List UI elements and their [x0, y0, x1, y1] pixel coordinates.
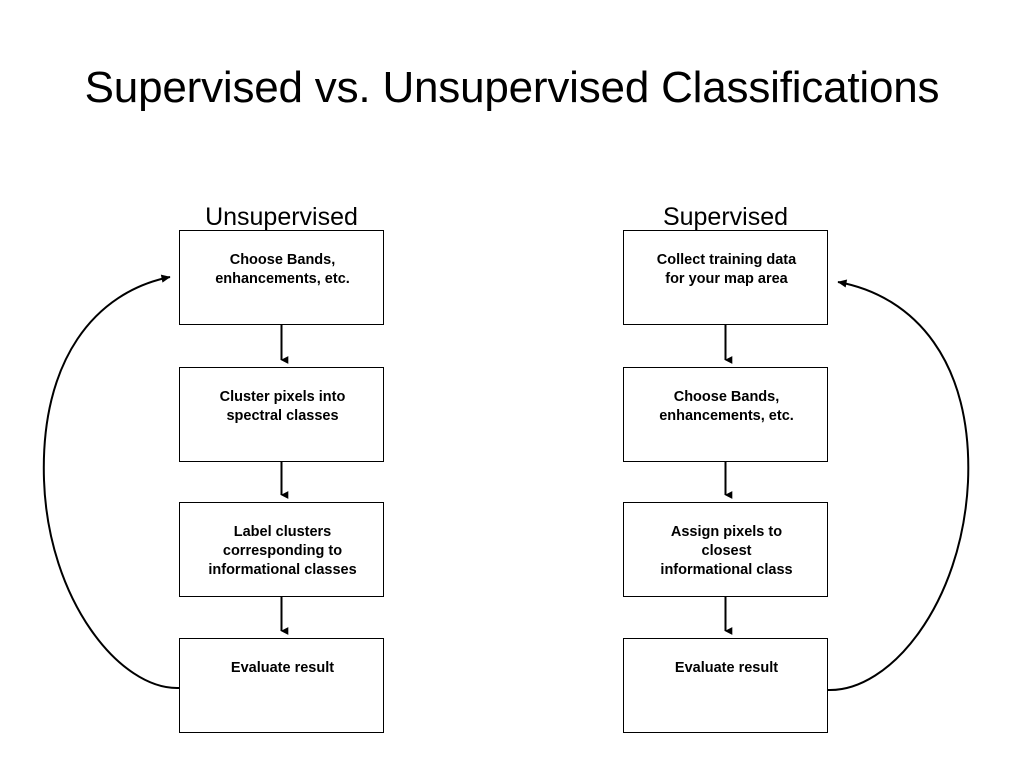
flow-box-unsupervised-choose-bands[interactable]: Choose Bands, enhancements, etc. — [179, 230, 384, 325]
flow-box-supervised-evaluate-result[interactable]: Evaluate result — [623, 638, 828, 733]
flow-box-unsupervised-label-clusters[interactable]: Label clusters corresponding to informat… — [179, 502, 384, 597]
flow-box-label: Evaluate result — [230, 660, 335, 676]
flow-box-label: Evaluate result — [674, 660, 779, 676]
flow-box-label: Choose Bands, enhancements, etc. — [215, 252, 350, 288]
column-header-supervised: Supervised — [662, 203, 789, 231]
flow-box-label: Assign pixels to closest informational c… — [660, 524, 793, 579]
flow-box-label: Cluster pixels into spectral classes — [219, 389, 346, 425]
flow-box-label: Collect training data for your map area — [656, 252, 797, 288]
page-title: Supervised vs. Unsupervised Classificati… — [84, 63, 940, 112]
flow-box-supervised-assign-pixels[interactable]: Assign pixels to closest informational c… — [623, 502, 828, 597]
flow-box-supervised-collect-training-data[interactable]: Collect training data for your map area — [623, 230, 828, 325]
column-header-unsupervised: Unsupervised — [205, 203, 358, 231]
flow-box-label: Label clusters corresponding to informat… — [208, 524, 357, 579]
feedback-loop-supervised — [827, 279, 970, 692]
flow-box-label: Choose Bands, enhancements, etc. — [659, 389, 794, 425]
flow-box-unsupervised-cluster-pixels[interactable]: Cluster pixels into spectral classes — [179, 367, 384, 462]
flow-box-unsupervised-evaluate-result[interactable]: Evaluate result — [179, 638, 384, 733]
feedback-loop-unsupervised — [42, 274, 180, 690]
flow-box-supervised-choose-bands[interactable]: Choose Bands, enhancements, etc. — [623, 367, 828, 462]
